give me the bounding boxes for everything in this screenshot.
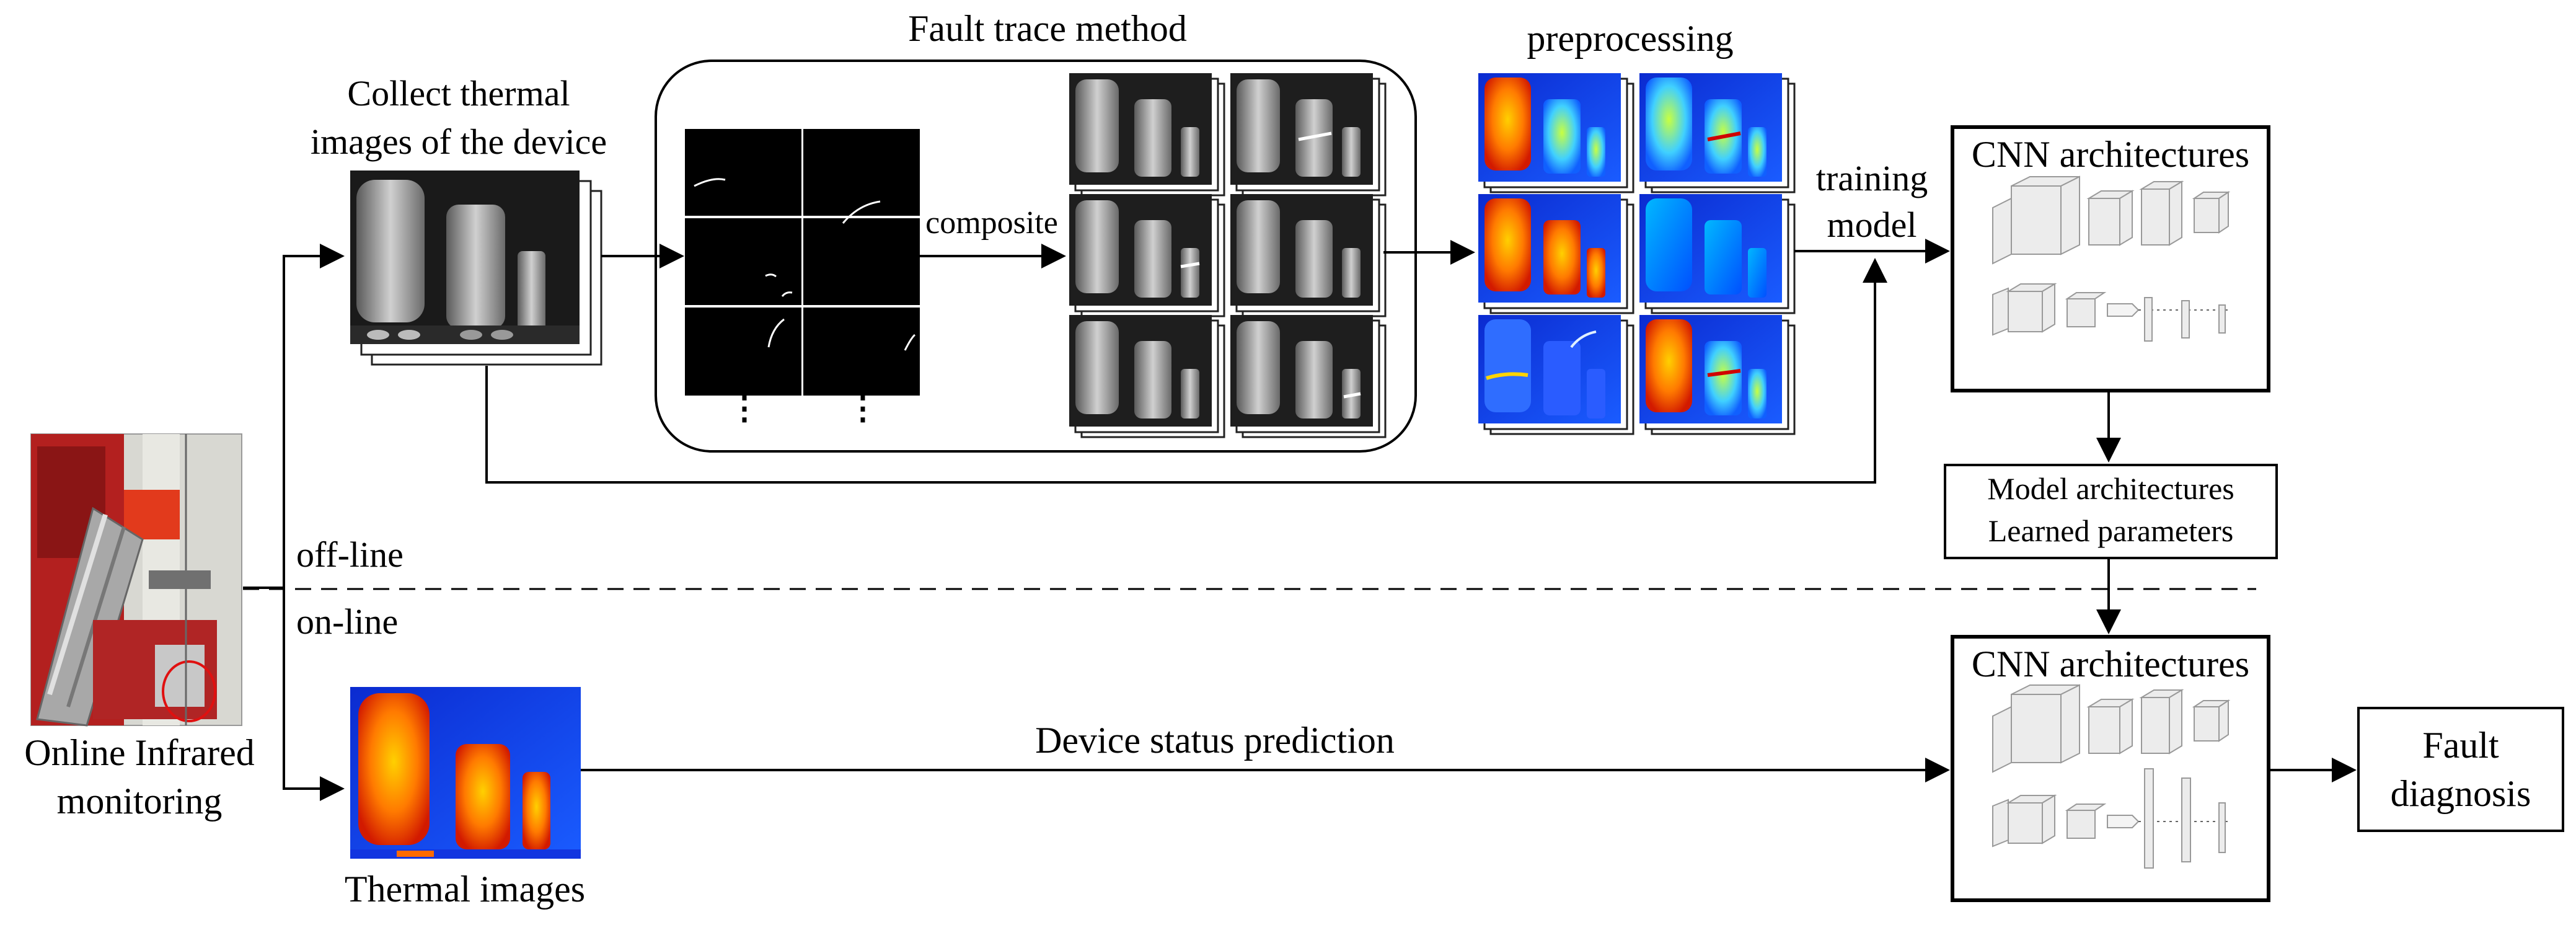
fault-trace-binary-grid (685, 129, 920, 396)
cnn-diagram-bottom (1992, 684, 2231, 869)
off-line-label: off-line (296, 534, 404, 575)
composite-image-grid (1069, 73, 1387, 438)
training-label-line2: model (1827, 205, 1917, 245)
preprocessing-label: preprocessing (1527, 18, 1734, 59)
ellipsis-left: ⋮ (728, 391, 761, 427)
ellipsis-right: ⋮ (847, 391, 879, 427)
online-infrared-photo (30, 433, 242, 727)
thermal-image-bottom (350, 687, 581, 859)
model-arch-label-line1: Model architectures (1987, 471, 2234, 506)
thermal-images-label: Thermal images (344, 869, 586, 910)
connectors (243, 239, 2357, 801)
device-status-label: Device status prediction (1035, 720, 1395, 761)
cnn-box-bottom (1951, 635, 2270, 902)
fault-diagnosis-line2: diagnosis (2390, 773, 2531, 814)
preprocessed-image-grid (1478, 73, 1796, 435)
fault-diagnosis-line1: Fault (2422, 725, 2499, 766)
gray-thermal-image (350, 170, 580, 344)
model-arch-label-line2: Learned parameters (1988, 513, 2234, 548)
cnn-bottom-label: CNN architectures (1971, 644, 2250, 684)
on-line-label: on-line (296, 601, 399, 642)
fault-diagnosis-box (2357, 707, 2564, 832)
collected-thermal-images (350, 170, 602, 366)
cnn-top-label: CNN architectures (1971, 134, 2250, 175)
cnn-box-top (1951, 125, 2270, 392)
fault-trace-title: Fault trace method (908, 8, 1187, 49)
training-label-line1: training (1815, 158, 1928, 198)
online-monitoring-line2: monitoring (56, 781, 223, 822)
model-params-box (1944, 464, 2278, 559)
collect-label-line2: images of the device (310, 122, 607, 162)
composite-label: composite (925, 205, 1058, 241)
online-monitoring-line1: Online Infrared (24, 732, 255, 773)
collect-label-line1: Collect thermal (347, 73, 570, 113)
cnn-diagram-top (1992, 175, 2231, 342)
